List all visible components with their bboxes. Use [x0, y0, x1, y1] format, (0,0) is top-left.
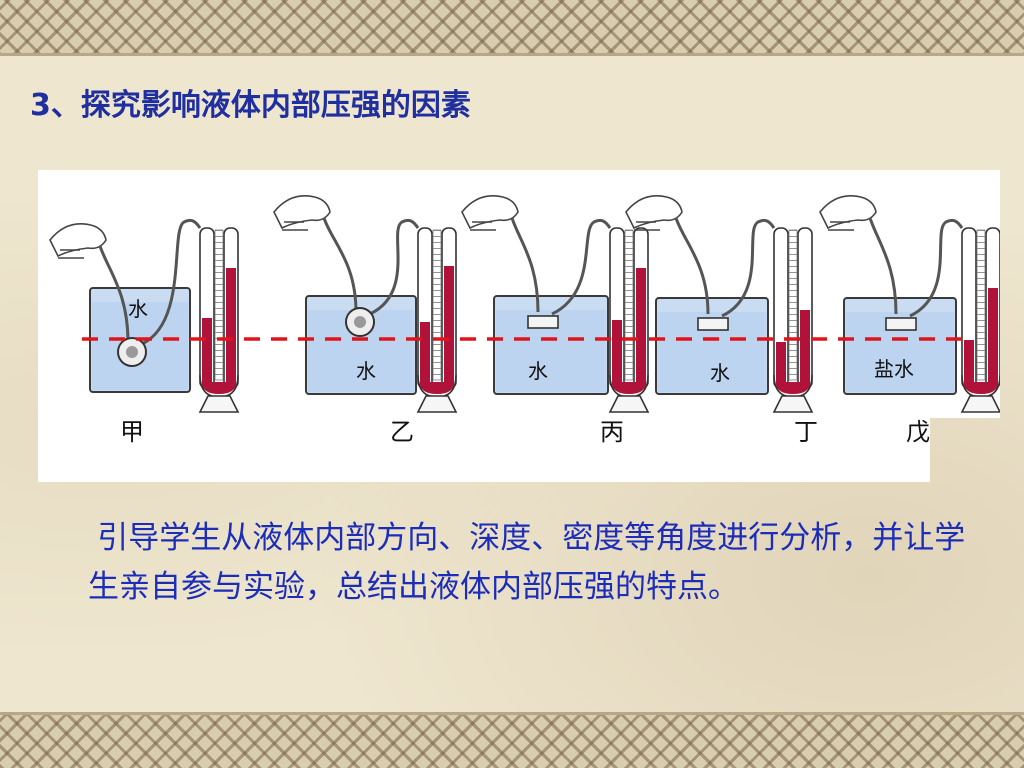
top-decorative-border: [0, 0, 1024, 56]
bottom-decorative-border: [0, 712, 1024, 768]
manometer-stand: [198, 395, 240, 413]
experiment-label: 丙: [600, 418, 624, 446]
experiment-diagram: 水水水水盐水 甲乙丙丁戊: [38, 170, 1000, 482]
manometer-liquid-right: [444, 266, 454, 385]
manometer-liquid-left: [202, 318, 212, 385]
probe-center: [126, 346, 138, 358]
liquid-label: 水: [356, 359, 376, 383]
manometer-liquid-bend: [964, 382, 998, 394]
manometer-liquid-left: [420, 322, 430, 385]
manometer-scale: [624, 229, 634, 381]
manometer-scale: [788, 229, 798, 381]
hose-to-gauge: [551, 218, 612, 316]
manometer-stand: [772, 395, 814, 413]
pressure-setup-4: 水: [625, 195, 814, 413]
experiment-label: 丁: [794, 418, 818, 446]
hose: [674, 217, 710, 315]
hose: [868, 217, 898, 315]
manometer-liquid-bend: [420, 382, 454, 394]
manometer-stand: [608, 395, 650, 413]
liquid-label: 水: [710, 361, 730, 385]
probe-center: [354, 316, 366, 328]
manometer-liquid-bend: [202, 382, 236, 394]
manometer-liquid-bend: [612, 382, 646, 394]
hose-to-gauge: [141, 218, 202, 346]
hose-to-gauge: [721, 218, 776, 318]
manometer-scale: [976, 229, 986, 381]
manometer-liquid-bend: [776, 382, 810, 394]
manometer-liquid-right: [226, 268, 236, 385]
hand-fingers: [470, 221, 496, 231]
hand-fingers: [828, 221, 854, 231]
hose: [322, 217, 358, 313]
hand-fingers: [634, 221, 660, 231]
experiment-label: 甲: [120, 418, 144, 446]
hose-to-gauge: [369, 218, 420, 316]
slide-title: 3、探究影响液体内部压强的因素: [30, 88, 471, 123]
liquid-label: 水: [528, 359, 548, 383]
experiment-label: 乙: [390, 418, 414, 446]
hand-fingers: [58, 249, 84, 259]
pressure-setup-3: 水: [461, 195, 650, 413]
hand-fingers: [282, 221, 308, 231]
manometer-liquid-right: [800, 310, 810, 385]
manometer-liquid-left: [964, 340, 974, 385]
manometer-scale: [214, 229, 224, 381]
manometer-liquid-left: [776, 342, 786, 385]
manometer-scale: [432, 229, 442, 381]
manometer-liquid-left: [612, 320, 622, 385]
manometer-liquid-right: [636, 268, 646, 385]
probe: [697, 317, 729, 331]
hose: [510, 217, 540, 313]
probe: [885, 317, 917, 331]
slide-caption: 引导学生从液体内部方向、深度、密度等角度进行分析，并让学生亲自参与实验，总结出液…: [88, 520, 966, 605]
experiment-label: 戊: [906, 418, 930, 446]
hose: [98, 245, 130, 343]
manometer-stand: [416, 395, 458, 413]
hose-to-gauge: [909, 218, 964, 318]
manometer-liquid-right: [988, 288, 998, 385]
experiment-figure: 水水水水盐水 甲乙丙丁戊: [38, 170, 1000, 482]
pressure-setup-5: 盐水: [819, 195, 1000, 413]
probe: [527, 315, 559, 329]
liquid-label: 盐水: [874, 357, 914, 381]
pressure-setup-2: 水: [273, 195, 458, 413]
liquid-label: 水: [128, 297, 148, 321]
manometer-stand: [960, 395, 1000, 413]
